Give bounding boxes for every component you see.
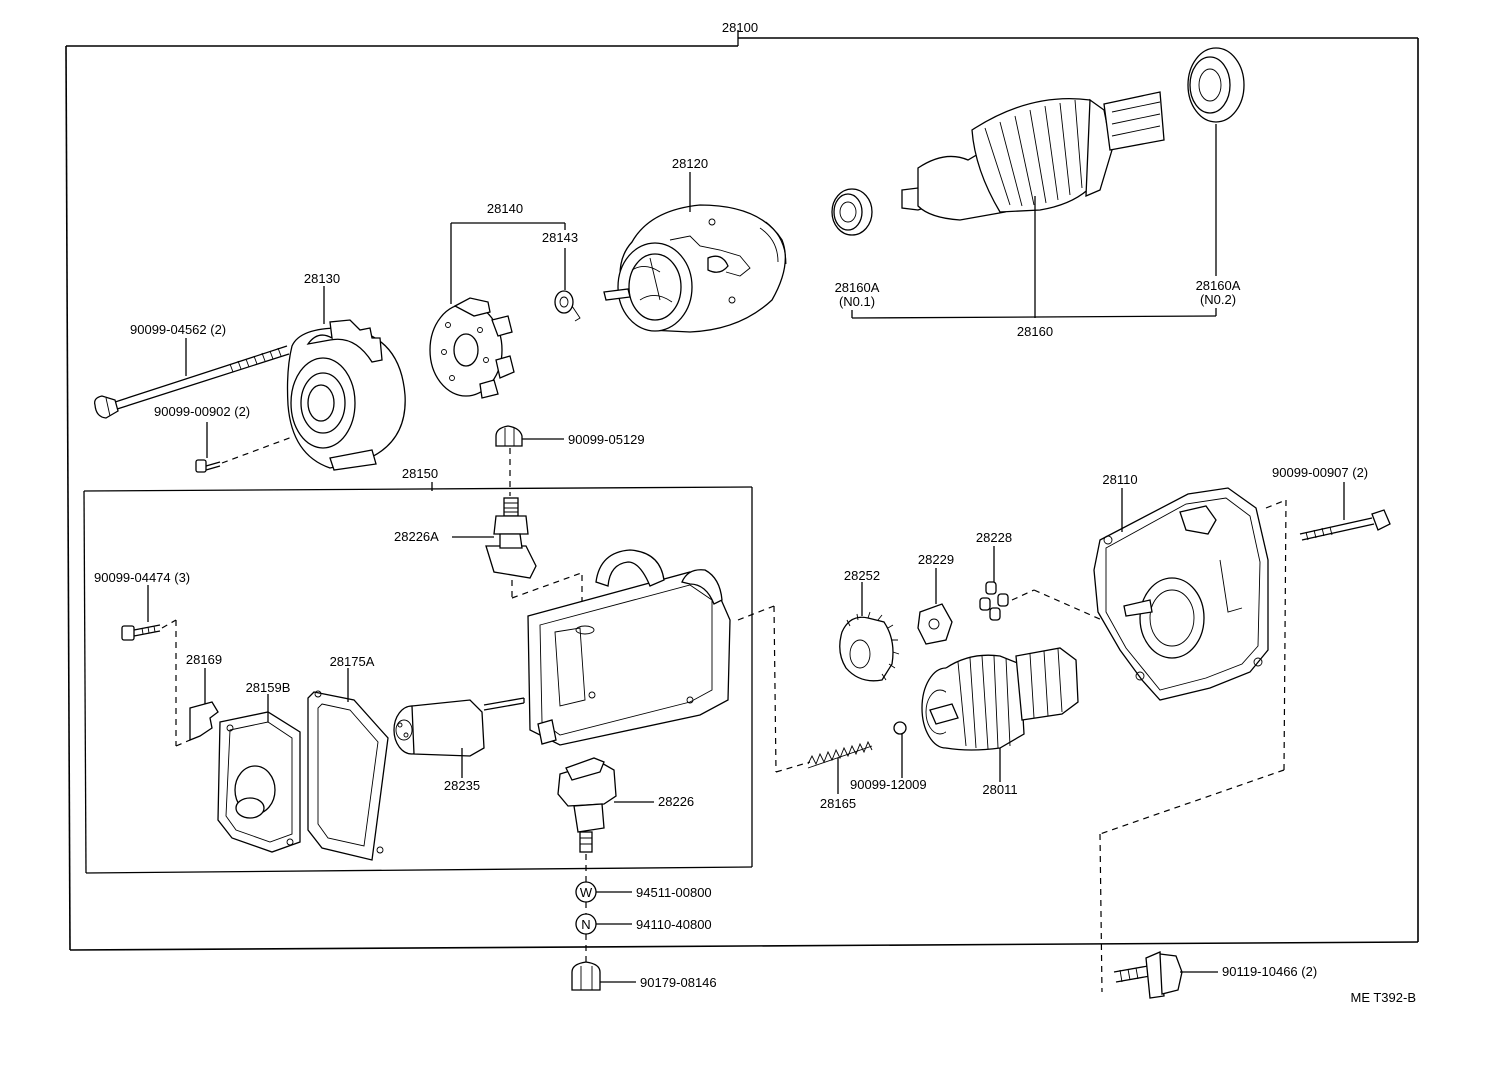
plunger-icon (393, 697, 525, 757)
label-28226: 28226 (658, 794, 694, 809)
label-ball-12009: 90099-12009 (850, 777, 927, 792)
armature-icon (901, 91, 1165, 221)
end-cover-icon (217, 711, 301, 853)
nut-mark: N (581, 917, 590, 932)
label-28252: 28252 (844, 568, 880, 583)
label-28100: 28100 (722, 20, 758, 35)
label-bolt-04562: 90099-04562 (2) (130, 322, 226, 337)
terminal-nut-icon (495, 425, 523, 447)
screw-04474-icon (121, 624, 161, 641)
label-nut-40800: 94110-40800 (636, 917, 712, 932)
long-bolt-icon (94, 345, 290, 419)
label-bolt-00907: 90099-00907 (2) (1272, 465, 1368, 480)
label-28160a-no2-sub: (N0.2) (1200, 292, 1236, 307)
end-frame-icon (286, 319, 406, 471)
assembly-frame (65, 30, 1419, 951)
washer-mark: W (580, 885, 593, 900)
drive-housing-icon (1093, 487, 1269, 701)
label-nut-05129: 90099-05129 (568, 432, 645, 447)
label-28229: 28229 (918, 552, 954, 567)
label-28143: 28143 (542, 230, 578, 245)
label-28228: 28228 (976, 530, 1012, 545)
field-frame-box (83, 482, 753, 874)
brush-spring-icon (554, 290, 581, 322)
label-bolt-10466: 90119-10466 (2) (1222, 964, 1317, 979)
switch-housing-icon (527, 549, 731, 746)
label-28175a: 28175A (330, 654, 375, 669)
bearing-no1-icon (831, 188, 873, 236)
label-28160a-no1-sub: (N0.1) (839, 294, 875, 309)
label-28120: 28120 (672, 156, 708, 171)
return-spring-icon (807, 740, 873, 769)
clip-icon (189, 701, 219, 741)
label-nut-08146: 90179-08146 (640, 975, 717, 990)
gasket-icon (307, 690, 389, 861)
label-screw-04474: 90099-04474 (3) (94, 570, 190, 585)
diagram-code: ME T392-B (1350, 990, 1416, 1005)
label-screw-00902: 90099-00902 (2) (154, 404, 250, 419)
brush-holder-icon (429, 297, 515, 399)
label-28130: 28130 (304, 271, 340, 286)
bearing-no2-icon (1187, 47, 1245, 123)
label-28150: 28150 (402, 466, 438, 481)
housing-bolt-icon (1299, 509, 1391, 541)
label-28140: 28140 (487, 201, 523, 216)
terminal-icon (557, 757, 617, 853)
bearing-bracket (851, 124, 1217, 319)
label-28110: 28110 (1102, 472, 1137, 487)
label-28169: 28169 (186, 652, 222, 667)
label-28160: 28160 (1017, 324, 1053, 339)
cap-nut-icon (571, 961, 601, 991)
label-28160a-no1: 28160A (835, 280, 880, 295)
retainer-icon (917, 603, 953, 645)
rollers-icon (979, 581, 1009, 621)
steel-ball-icon (893, 721, 907, 735)
label-washer-00800: 94511-00800 (636, 885, 712, 900)
flange-bolt-icon (1113, 951, 1183, 999)
label-28235: 28235 (444, 778, 480, 793)
label-28159b: 28159B (246, 680, 291, 695)
label-28011: 28011 (982, 782, 1017, 797)
idler-gear-icon (839, 611, 900, 682)
label-28160a-no2: 28160A (1196, 278, 1241, 293)
label-28226a: 28226A (394, 529, 439, 544)
yoke-icon (603, 204, 787, 333)
starter-clutch-icon (921, 647, 1079, 751)
label-28165: 28165 (820, 796, 856, 811)
small-screw-icon (195, 459, 221, 473)
terminal-a-icon (485, 497, 537, 579)
